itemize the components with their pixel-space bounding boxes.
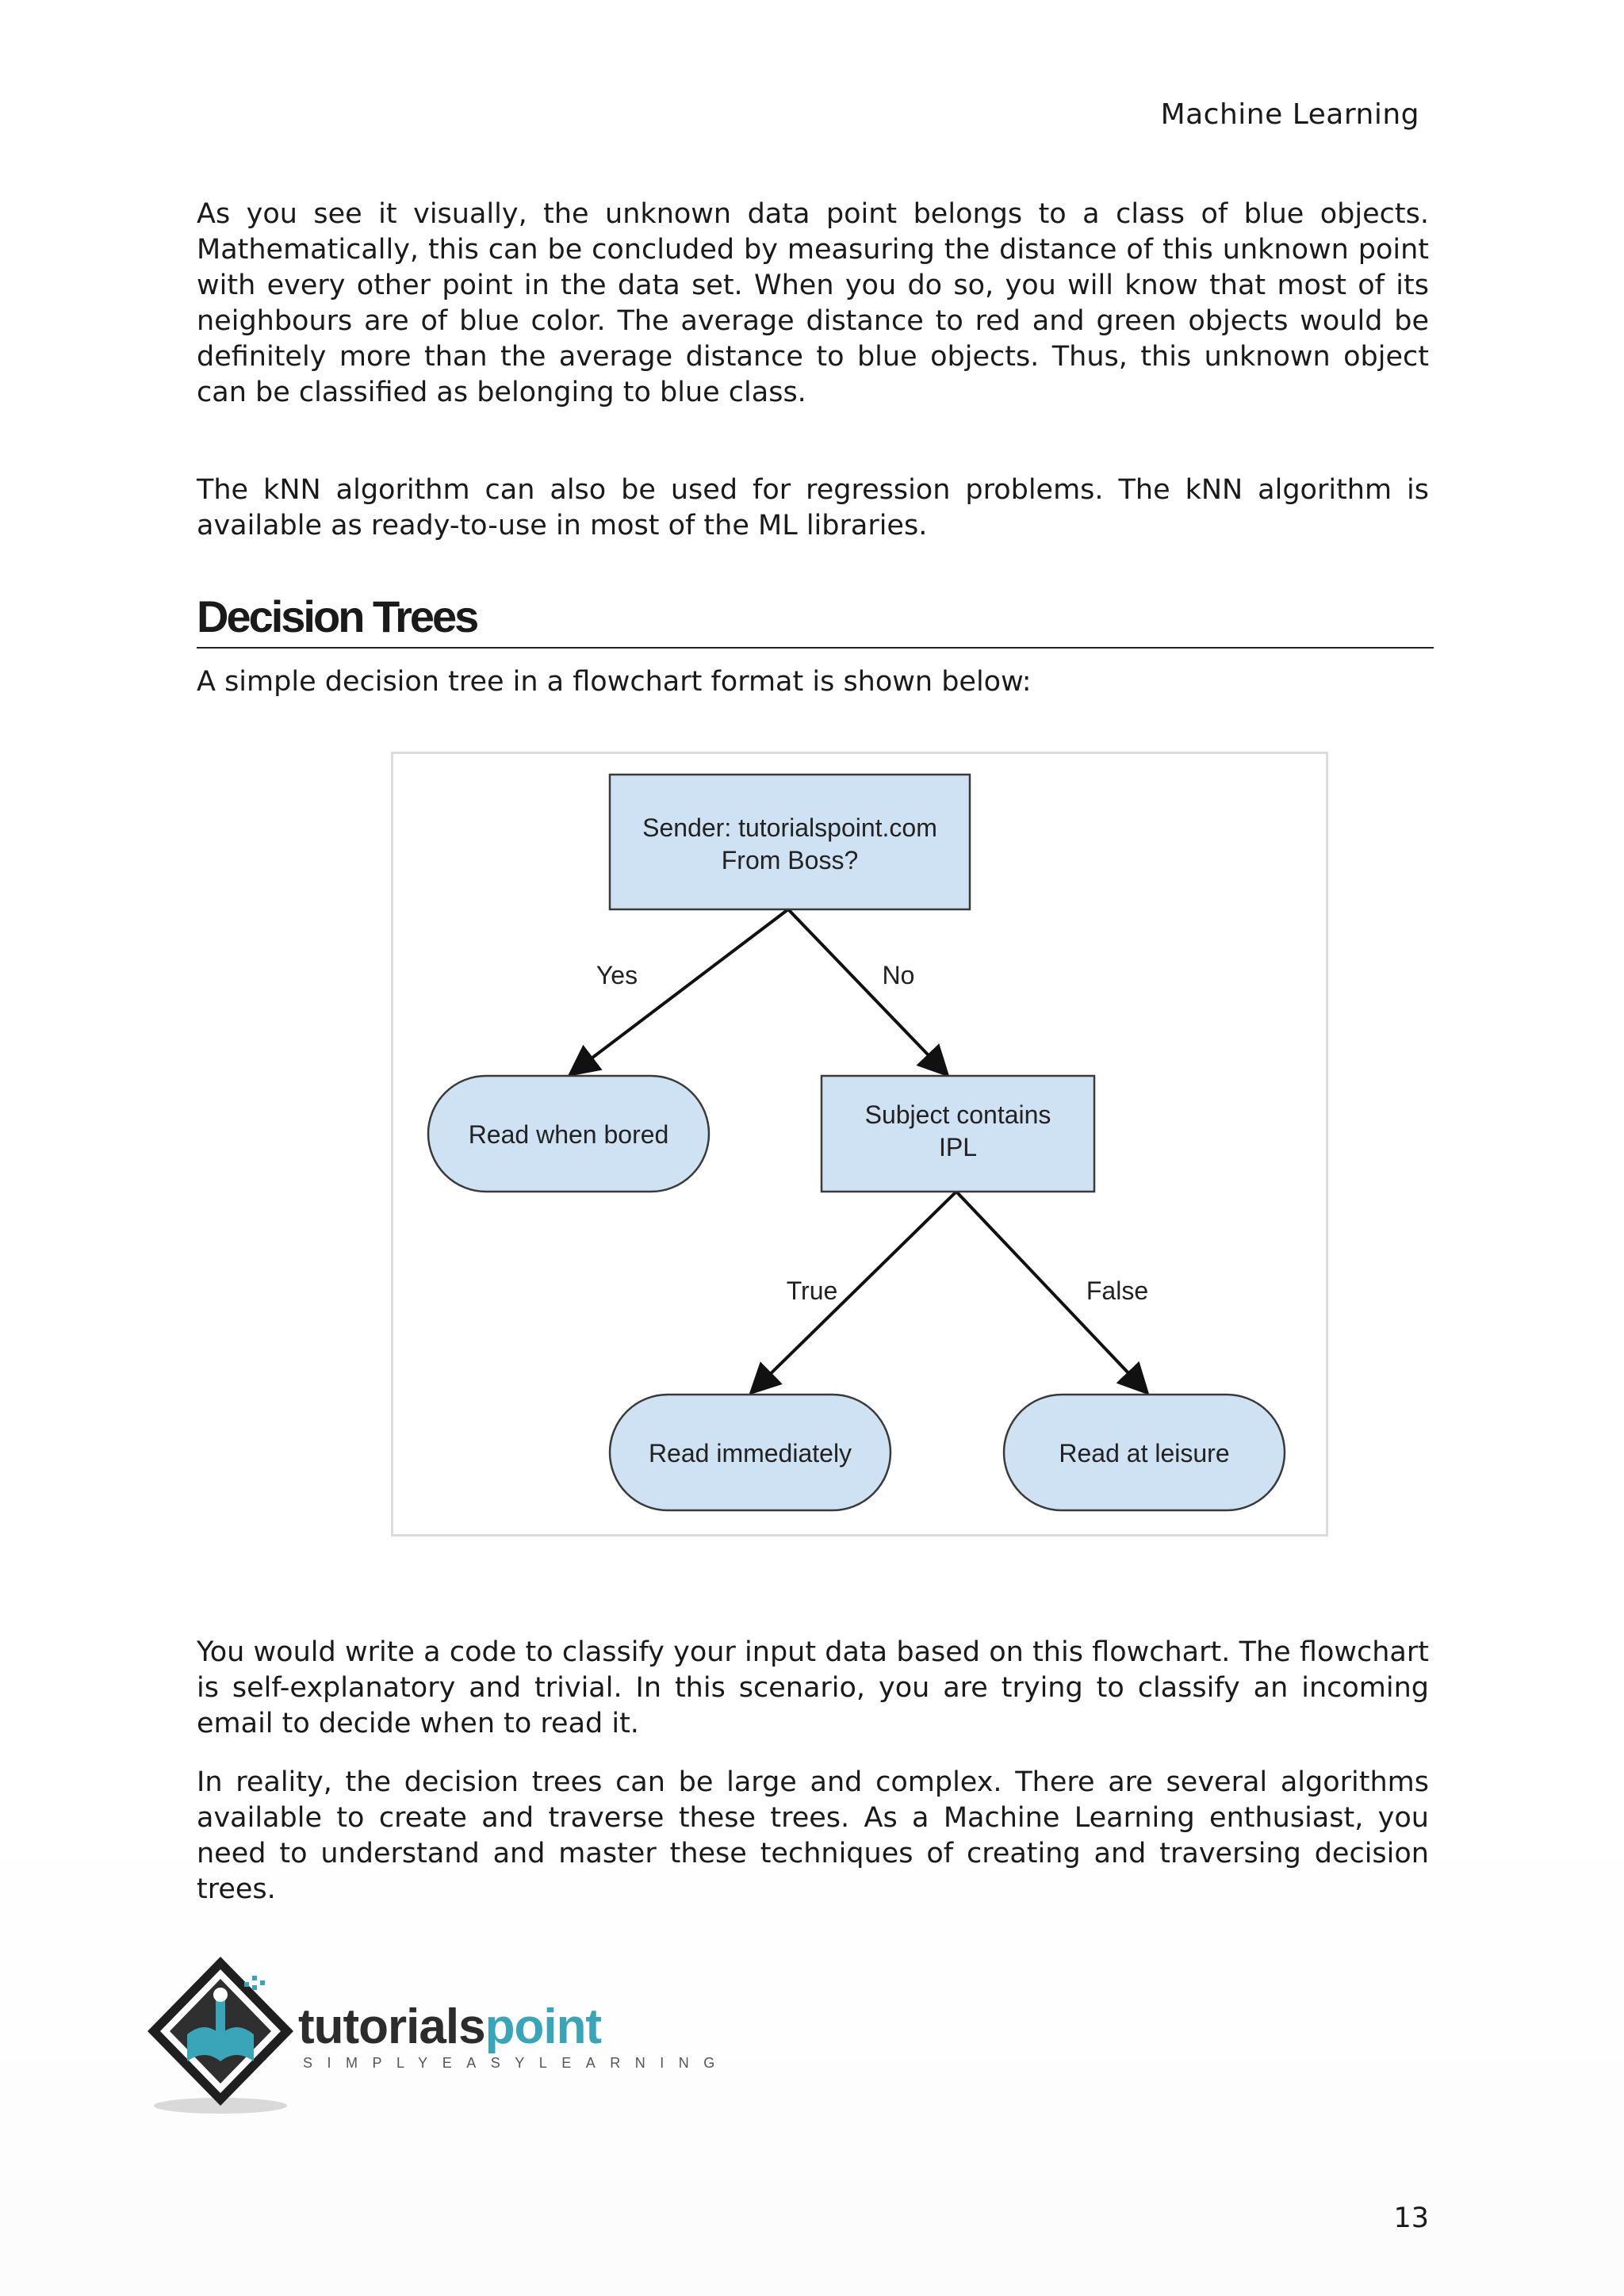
node-subject-contains-ipl: Subject contains IPL — [820, 1074, 1096, 1193]
logo-tagline: SIMPLYEASYLEARNING — [303, 2055, 730, 2071]
node-root-sender-check: Sender: tutorialspoint.com From Boss? — [608, 773, 971, 911]
decision-tree-diagram: Yes No True False Sender: tutorialspoint… — [427, 773, 1286, 1512]
paragraph-flowchart-intro: A simple decision tree in a flowchart fo… — [197, 666, 1032, 698]
running-header: Machine Learning — [1160, 98, 1419, 131]
edge-label-yes: Yes — [596, 961, 638, 989]
edge-label-false: False — [1086, 1276, 1148, 1305]
node-root-line1: Sender: tutorialspoint.com — [642, 813, 937, 842]
logo-wordmark: tutorialspoint — [298, 1999, 602, 2055]
node-subject-line1: Subject contains — [865, 1100, 1051, 1129]
node-leaf-read-at-leisure: Read at leisure — [1002, 1393, 1286, 1512]
page-number: 13 — [1393, 2202, 1429, 2234]
decision-tree-figure: Yes No True False Sender: tutorialspoint… — [391, 752, 1328, 1536]
logo-word-part1: tutorials — [298, 1999, 486, 2054]
edge-label-no: No — [883, 961, 915, 989]
node-root-line2: From Boss? — [722, 846, 858, 874]
paragraph-knn-regression: The kNN algorithm can also be used for r… — [197, 474, 1429, 541]
node-leaf-read-when-bored-label: Read when bored — [469, 1120, 669, 1149]
logo-word-part2: point — [485, 1999, 602, 2054]
paragraph-flowchart-explanation: You would write a code to classify your … — [197, 1636, 1429, 1739]
edge-root-to-subject — [787, 908, 950, 1077]
edge-root-to-bored — [567, 908, 790, 1077]
section-heading-decision-trees: Decision Trees — [197, 590, 1434, 649]
node-leaf-read-immediately: Read immediately — [608, 1393, 892, 1512]
logo-diamond-icon — [147, 1957, 293, 2114]
node-leaf-read-at-leisure-label: Read at leisure — [1059, 1439, 1229, 1468]
edge-subject-to-immediately — [749, 1190, 958, 1395]
edge-label-true: True — [787, 1276, 838, 1305]
tutorialspoint-logo: tutorialspoint SIMPLYEASYLEARNING — [143, 1952, 714, 2118]
node-leaf-read-when-bored: Read when bored — [427, 1074, 710, 1193]
edge-subject-to-leisure — [955, 1190, 1150, 1395]
paragraph-knn-explanation: As you see it visually, the unknown data… — [197, 198, 1429, 408]
node-subject-line2: IPL — [939, 1133, 977, 1161]
paragraph-decision-trees-reality: In reality, the decision trees can be la… — [197, 1766, 1429, 1905]
node-leaf-read-immediately-label: Read immediately — [649, 1439, 852, 1468]
